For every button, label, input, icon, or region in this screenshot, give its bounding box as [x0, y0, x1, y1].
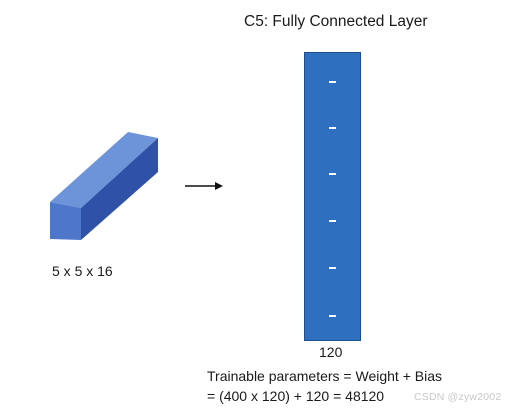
- parameter-formula: Trainable parameters = Weight + Bias = (…: [207, 366, 442, 406]
- neuron-marker: [329, 315, 336, 317]
- cuboid-side-face: [81, 138, 158, 240]
- cuboid-front-face: [50, 202, 81, 240]
- neuron-count-label: 120: [319, 344, 343, 360]
- fully-connected-layer-bar: [304, 52, 361, 341]
- watermark: CSDN @zyw2002: [414, 391, 502, 403]
- formula-line-2: = (400 x 120) + 120 = 48120: [207, 388, 385, 404]
- formula-line-1: Trainable parameters = Weight + Bias: [207, 368, 443, 384]
- flow-arrow-icon: [185, 182, 223, 190]
- neuron-marker: [329, 81, 336, 83]
- input-volume-label: 5 x 5 x 16: [52, 263, 113, 279]
- cuboid-top-face: [50, 132, 158, 208]
- input-volume-cuboid: [50, 132, 158, 240]
- neuron-marker: [329, 267, 336, 269]
- neuron-marker: [329, 220, 336, 222]
- layer-title: C5: Fully Connected Layer: [244, 13, 428, 30]
- neuron-marker: [329, 127, 336, 129]
- neuron-marker: [329, 173, 336, 175]
